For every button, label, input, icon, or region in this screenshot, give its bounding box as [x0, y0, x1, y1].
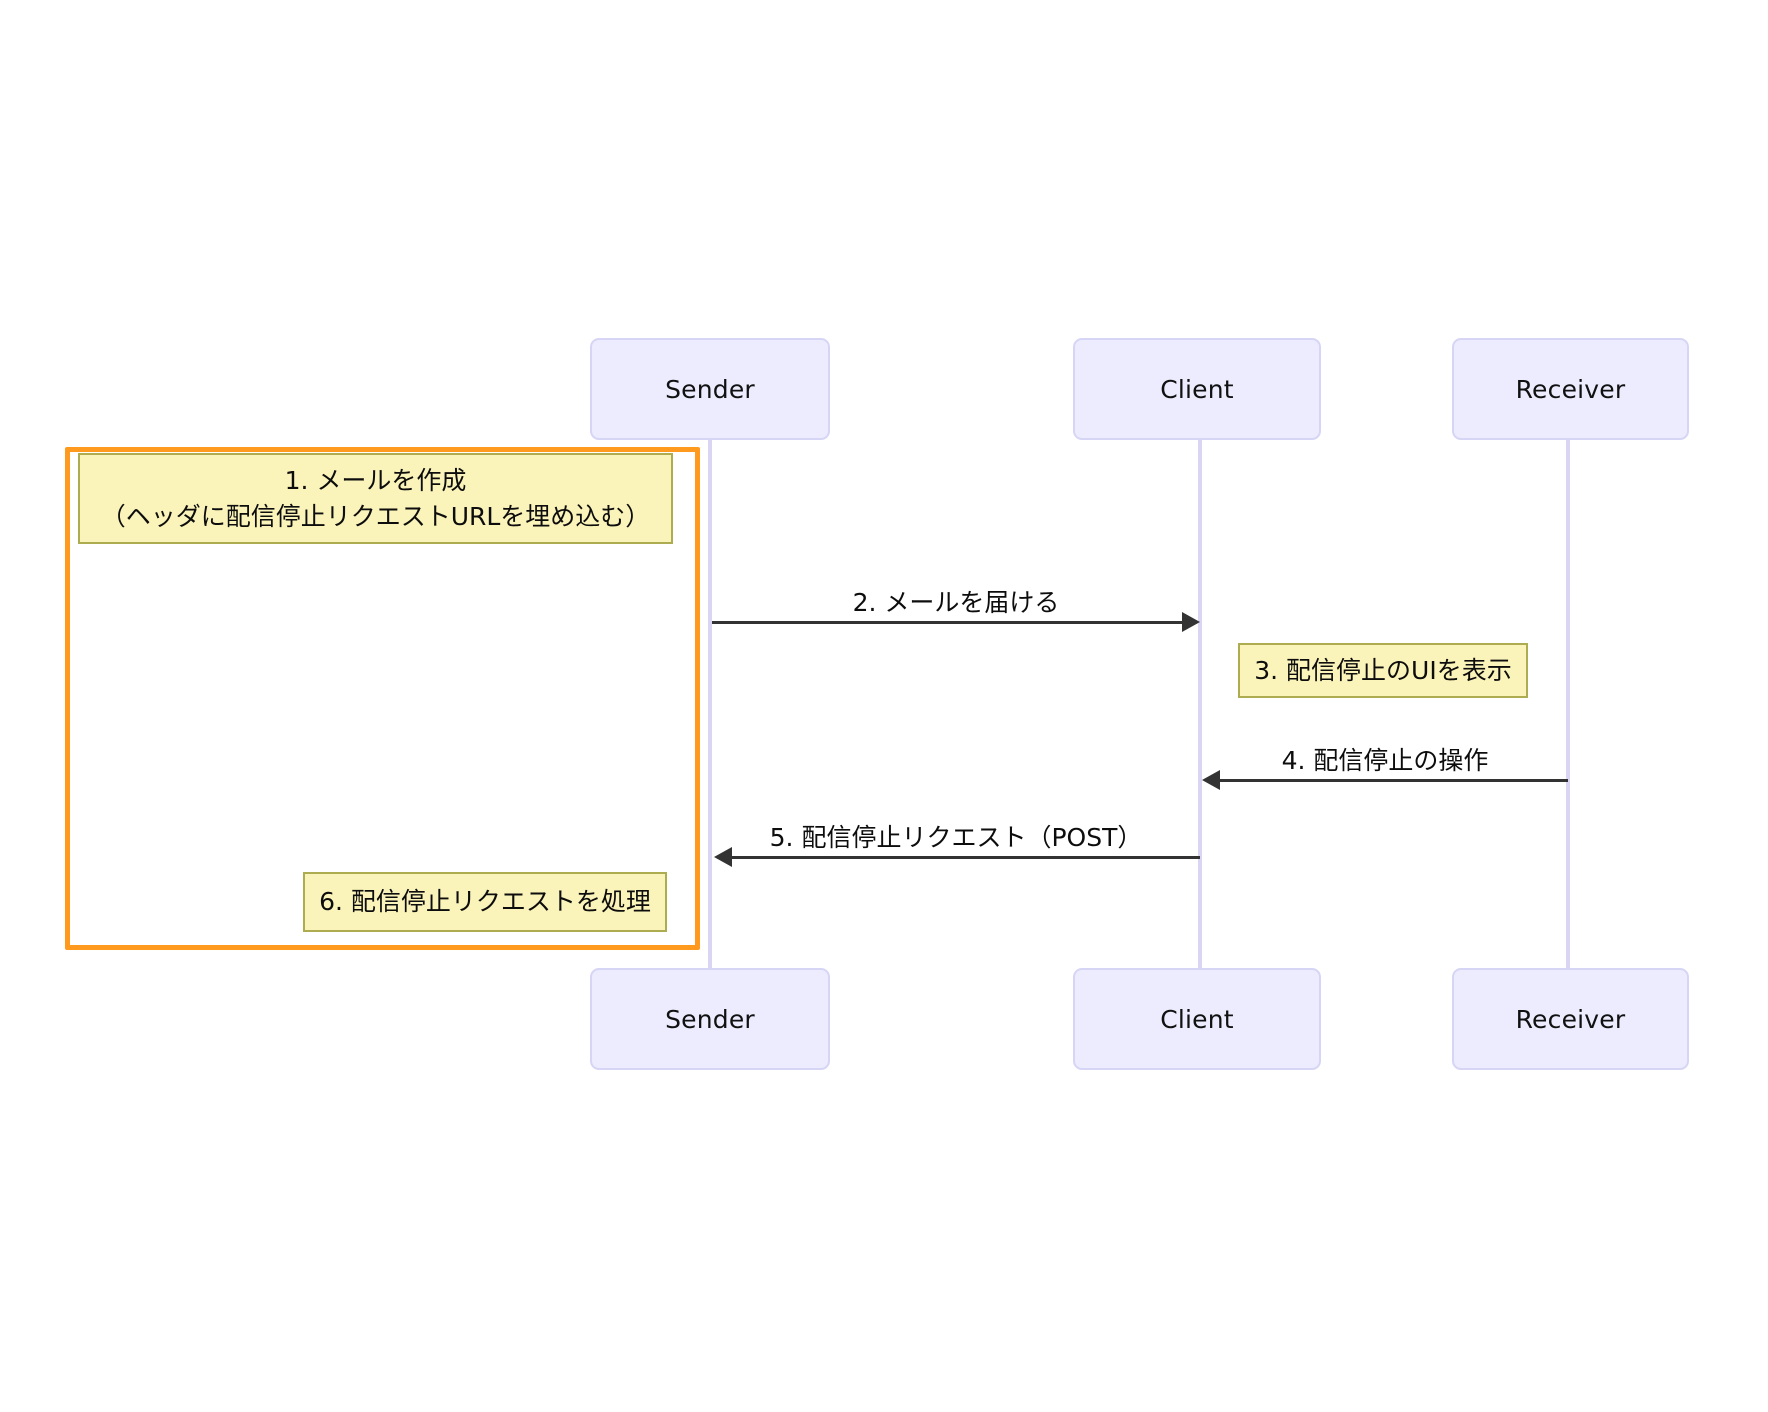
message-4-label: 4. 配信停止の操作	[1281, 746, 1489, 775]
participant-label-receiver-bottom: Receiver	[1515, 1004, 1626, 1034]
participant-sender-top[interactable]: Sender	[590, 338, 830, 440]
lifeline-client	[1198, 440, 1202, 968]
participant-client-bottom[interactable]: Client	[1073, 968, 1321, 1070]
group-rect-sender-highlight	[65, 447, 700, 950]
participant-sender-bottom[interactable]: Sender	[590, 968, 830, 1070]
message-2-label: 2. メールを届ける	[852, 588, 1060, 617]
note-3-show-unsubscribe-ui: 3. 配信停止のUIを表示	[1238, 643, 1528, 698]
lifeline-receiver	[1566, 440, 1570, 968]
message-2-line	[712, 621, 1184, 624]
participant-label-sender-top: Sender	[665, 374, 755, 404]
participant-label-sender-bottom: Sender	[665, 1004, 755, 1034]
participant-receiver-top[interactable]: Receiver	[1452, 338, 1689, 440]
note-6-process-unsubscribe-request: 6. 配信停止リクエストを処理	[303, 872, 667, 932]
message-5-label: 5. 配信停止リクエスト（POST）	[769, 823, 1143, 852]
participant-client-top[interactable]: Client	[1073, 338, 1321, 440]
note-3-text: 3. 配信停止のUIを表示	[1254, 655, 1512, 685]
note-6-text: 6. 配信停止リクエストを処理	[319, 887, 651, 917]
participant-label-client-top: Client	[1160, 374, 1234, 404]
participant-label-receiver-top: Receiver	[1515, 374, 1626, 404]
message-4-line	[1220, 779, 1568, 782]
participant-receiver-bottom[interactable]: Receiver	[1452, 968, 1689, 1070]
note-1-text: 1. メールを作成 （ヘッダに配信停止リクエストURLを埋め込む）	[100, 466, 651, 531]
participant-label-client-bottom: Client	[1160, 1004, 1234, 1034]
message-2-arrowhead-icon	[1182, 612, 1200, 632]
message-5-line	[732, 856, 1200, 859]
note-1-compose-mail: 1. メールを作成 （ヘッダに配信停止リクエストURLを埋め込む）	[78, 453, 673, 544]
message-5-arrowhead-icon	[714, 847, 732, 867]
lifeline-sender	[708, 440, 712, 968]
message-4-arrowhead-icon	[1202, 770, 1220, 790]
